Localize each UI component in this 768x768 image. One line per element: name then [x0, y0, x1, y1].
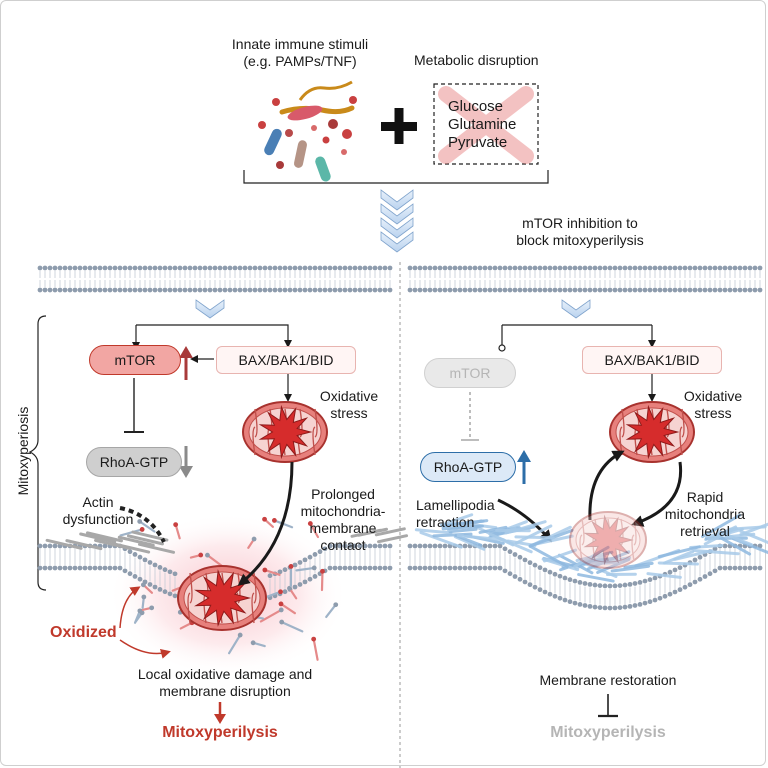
rapid-line2: mitochondria [664, 506, 746, 522]
blocked-endpoint-icon [498, 344, 506, 352]
mtor-node: mTOR [89, 345, 181, 375]
metabolic-label: Metabolic disruption [414, 52, 539, 68]
top-bracket [243, 170, 549, 184]
rhoa-node: RhoA-GTP [86, 447, 182, 477]
nutrient-glutamine: Glutamine [448, 116, 517, 133]
rhoa-node-active: RhoA-GTP [420, 452, 516, 482]
oxidative-right-line1: Oxidative [683, 388, 743, 404]
rapid-retrieval-label: Rapid mitochondria retrieval [650, 489, 760, 540]
oxidative-line1: Oxidative [319, 388, 379, 404]
rapid-line3: retrieval [680, 523, 730, 539]
chevron-down-icon [195, 299, 225, 319]
left-outcome-label: Mitoxyperilysis [162, 724, 278, 741]
increase-arrow-icon [517, 450, 531, 484]
mitoxyperiosis-brace [28, 315, 47, 591]
mitoxyperiosis-side-label: Mitoxyperiosis [15, 406, 31, 496]
prolonged-contact-arrow [237, 461, 294, 586]
bax-node-right: BAX/BAK1/BID [582, 346, 722, 374]
retrieval-arrow-down [631, 461, 683, 527]
stimuli-label: Innate immune stimuli (e.g. PAMPs/TNF) [210, 36, 390, 70]
plus-icon [381, 108, 417, 144]
chevron-down-icon [561, 299, 591, 319]
lamellipodia-line2: retraction [416, 514, 475, 530]
actin-line2: dysfunction [62, 511, 134, 527]
mitochondrion-faded-icon [569, 511, 647, 569]
decrease-arrow-icon [179, 446, 193, 478]
oxidative-stress-label-left: Oxidative stress [304, 388, 394, 422]
chevron-down-icon [380, 189, 414, 253]
membrane-top-left [37, 265, 393, 293]
oxidized-arrow [119, 586, 141, 629]
pathogen-cluster-icon [258, 80, 357, 182]
mitochondrion-icon [242, 401, 328, 463]
prolonged-line2: mitochondria- [300, 503, 386, 519]
cross-out-icon [438, 86, 534, 164]
lamellipodia-label: Lamellipodia retraction [416, 497, 495, 531]
arrow-to-bax [136, 324, 292, 348]
outcome-arrow-icon [214, 702, 226, 724]
lamellipodia-line1: Lamellipodia [416, 497, 495, 513]
lamellipodia-arrow [497, 498, 552, 543]
damage-line2: membrane disruption [159, 683, 291, 699]
oxidative-line2: stress [330, 405, 368, 421]
bax-node: BAX/BAK1/BID [216, 346, 356, 374]
right-title-line1: mTOR inhibition to [522, 215, 638, 231]
actin-dotted-arrow [119, 506, 166, 543]
oxidized-label: Oxidized [50, 624, 117, 641]
stimuli-label-line1: Innate immune stimuli [231, 36, 369, 52]
retrieval-arrow-up [588, 450, 625, 521]
prolonged-line3: membrane [309, 520, 377, 536]
mitochondrion-icon [609, 401, 695, 463]
right-outcome-label: Mitoxyperilysis [550, 724, 666, 741]
membrane-top-right [407, 265, 763, 293]
oxidized-arrow [119, 639, 171, 659]
nutrient-list: Glucose Glutamine Pyruvate [448, 98, 516, 152]
right-panel-title: mTOR inhibition to block mitoxyperilysis [470, 215, 690, 249]
prolonged-contact-label: Prolonged mitochondria- membrane contact [288, 486, 398, 554]
prolonged-line4: contact [320, 537, 366, 553]
actin-dysfunction-label: Actin dysfunction [58, 494, 138, 528]
increase-arrow-icon [179, 346, 193, 380]
nutrient-pyruvate: Pyruvate [448, 134, 508, 151]
oxidative-stress-label-right: Oxidative stress [668, 388, 758, 422]
actin-line1: Actin [82, 494, 114, 510]
rapid-line1: Rapid [686, 489, 724, 505]
mitochondrion-icon [177, 565, 267, 631]
membrane-restoration-label: Membrane restoration [539, 672, 677, 688]
oxidative-right-line2: stress [694, 405, 732, 421]
damage-line1: Local oxidative damage and [137, 666, 313, 682]
nutrient-glucose: Glucose [448, 98, 504, 115]
prolonged-line1: Prolonged [311, 486, 375, 502]
damage-label: Local oxidative damage and membrane disr… [100, 666, 350, 700]
stimuli-label-line2: (e.g. PAMPs/TNF) [243, 53, 357, 69]
right-title-line2: block mitoxyperilysis [516, 232, 644, 248]
metabolic-box [433, 83, 539, 165]
mtor-node-inhibited: mTOR [424, 358, 516, 388]
actin-mesh [414, 513, 768, 583]
